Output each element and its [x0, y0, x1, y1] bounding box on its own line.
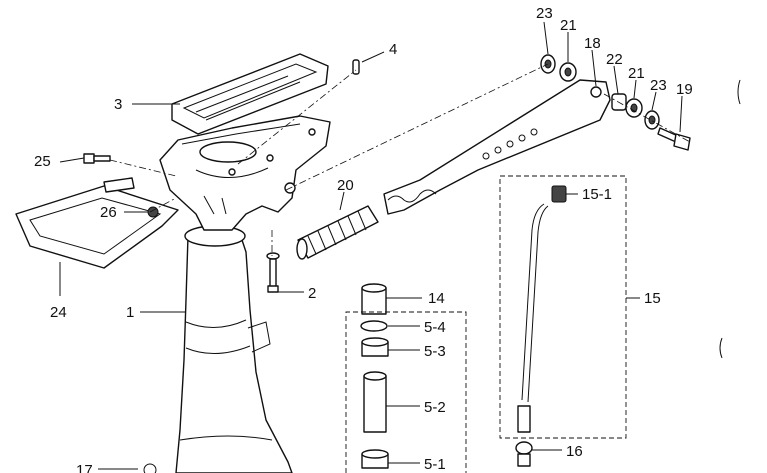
cable-part-15 [517, 203, 549, 433]
group-box-5 [345, 311, 467, 473]
clip-part-15-1 [551, 185, 567, 203]
callout-26: 26 [100, 204, 117, 221]
callout-5-3: 5-3 [424, 343, 446, 360]
callout-25: 25 [34, 153, 51, 170]
callout-18: 18 [584, 35, 601, 52]
callout-24: 24 [50, 304, 67, 321]
callout-5-1: 5-1 [424, 456, 446, 473]
nut-part-26 [147, 206, 159, 218]
bushing-part-14 [361, 283, 387, 315]
callout-21a: 21 [560, 17, 577, 34]
bolt-part-2 [266, 252, 280, 293]
bracket-head-casting [159, 115, 331, 231]
callout-5-4: 5-4 [424, 319, 446, 336]
callout-22: 22 [606, 51, 623, 68]
bushing-part-5-2 [363, 371, 387, 433]
pin-part-4 [352, 59, 360, 75]
part-17-fragment [143, 463, 157, 473]
bushing-part-21a [559, 62, 577, 82]
group-box-15 [499, 175, 627, 439]
grip-part-20 [296, 205, 379, 260]
ring-part-5-4 [360, 320, 388, 332]
swivel-bracket-part-1 [175, 225, 293, 473]
callout-15-1: 15-1 [582, 186, 612, 203]
callout-19: 19 [676, 81, 693, 98]
callout-15: 15 [644, 290, 661, 307]
callout-3: 3 [114, 96, 122, 113]
callout-23a: 23 [536, 5, 553, 22]
washer-part-23b [644, 110, 660, 130]
bearing-part-5-3 [361, 337, 389, 357]
bolt-part-19 [657, 127, 691, 151]
callout-4: 4 [389, 41, 397, 58]
callout-16: 16 [566, 443, 583, 460]
callout-5-2: 5-2 [424, 399, 446, 416]
callout-23b: 23 [650, 77, 667, 94]
callout-2: 2 [308, 285, 316, 302]
leader-lines [59, 21, 683, 470]
cap-part-16 [515, 441, 533, 467]
handle-part-24 [15, 177, 179, 269]
callout-1: 1 [126, 304, 134, 321]
callout-17: 17 [76, 462, 93, 473]
callout-20: 20 [337, 177, 354, 194]
bearing-part-5-1 [361, 449, 389, 469]
gasket-part-3 [171, 53, 329, 135]
callout-14: 14 [428, 290, 445, 307]
tiller-arm-part-18 [383, 79, 611, 215]
callout-21b: 21 [628, 65, 645, 82]
bolt-part-25 [83, 153, 111, 164]
bushing-part-21b [625, 98, 643, 118]
